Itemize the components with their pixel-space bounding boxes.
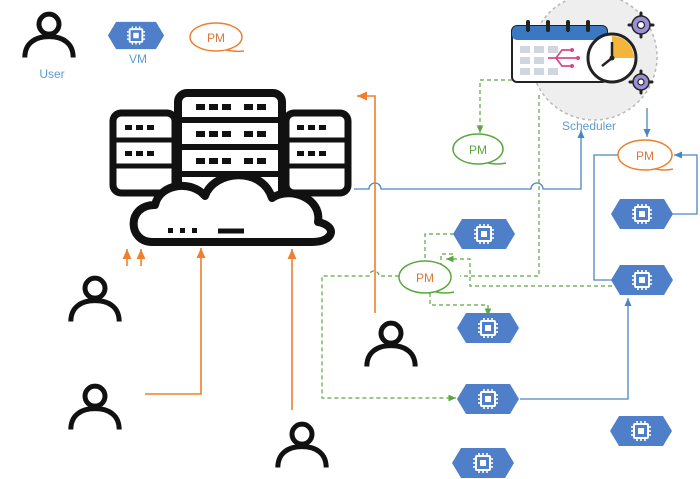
connector-vm-right-upper-to-pm-right — [672, 151, 698, 215]
pm-node-center-label: PM — [416, 271, 434, 285]
connector-green-dashed — [321, 79, 612, 402]
legend-vm-icon — [107, 20, 165, 51]
scheduler-label: Scheduler — [562, 119, 616, 133]
connector-user-arrows — [122, 91, 376, 410]
pm-node-center: PM — [398, 260, 455, 294]
user-icon-3 — [367, 323, 415, 366]
pm-node-right-label: PM — [636, 149, 654, 163]
legend-vm-label: VM — [129, 52, 147, 66]
vm-node-right-lower — [609, 415, 673, 447]
pm-node-top: PM — [452, 133, 507, 165]
legend-pm-label: PM — [207, 31, 225, 45]
pm-node-top-label: PM — [469, 143, 487, 157]
scheduler-icon — [511, 0, 658, 121]
vm-node-right-upper — [610, 198, 674, 230]
user-icon-4 — [278, 424, 326, 467]
vm-node-right-middle — [610, 264, 674, 296]
vm-node-center-top — [452, 218, 516, 250]
pm-node-right: PM — [617, 139, 674, 171]
legend-user-label: User — [39, 67, 64, 81]
cloud-datacenter-icon — [109, 89, 352, 246]
vm-node-center-middle — [456, 312, 520, 344]
legend-pm-icon — [189, 22, 245, 53]
vm-node-center-bottom — [451, 447, 515, 479]
vm-node-center-lower — [456, 383, 520, 415]
connector-datacenter-to-scheduler — [354, 130, 585, 190]
connector-vm-center-lower-to-vm-right-mid — [520, 298, 632, 400]
user-icon-2 — [71, 386, 119, 429]
connector-pm-right-to-vm-right-mid — [593, 154, 618, 281]
legend-user-icon — [25, 14, 73, 57]
legend: User VM PM — [25, 14, 245, 81]
user-icon-1 — [71, 278, 119, 321]
